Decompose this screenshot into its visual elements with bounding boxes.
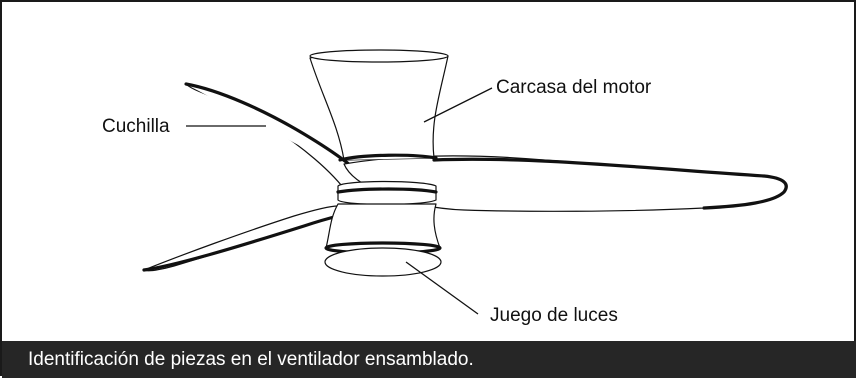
fan-illustration: Carcasa del motor Cuchilla Juego de luce…	[102, 49, 788, 326]
motor-housing	[309, 51, 449, 161]
motor-housing-top	[309, 49, 449, 63]
caption-bar: Identificación de piezas en el ventilado…	[2, 341, 856, 378]
fan-diagram: Carcasa del motor Cuchilla Juego de luce…	[4, 4, 856, 341]
light-kit-lens	[324, 247, 442, 277]
leader-motor-housing	[423, 87, 493, 123]
hub-ring-lower	[336, 187, 438, 194]
label-motor-housing: Carcasa del motor	[496, 77, 652, 98]
label-light-kit: Juego de luces	[490, 305, 618, 326]
label-blade: Cuchilla	[102, 116, 170, 137]
figure-caption: Identificación de piezas en el ventilado…	[28, 349, 474, 370]
blade-lower-left-edge	[142, 214, 340, 272]
blade-lower-left	[143, 205, 339, 272]
blade-right-edge	[432, 157, 788, 210]
leader-light-kit	[405, 261, 479, 315]
hub-body	[337, 180, 437, 206]
hub-ring-upper	[338, 153, 438, 162]
